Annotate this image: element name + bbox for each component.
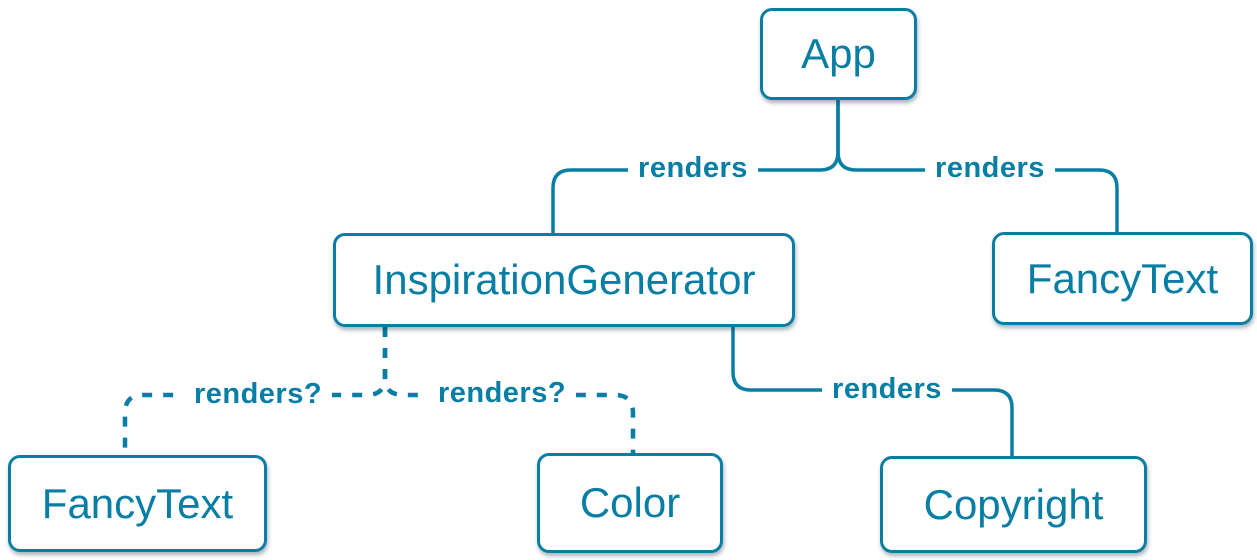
node-fancy-text-top: FancyText	[992, 232, 1253, 325]
node-fancy-text-bottom: FancyText	[8, 455, 267, 552]
node-fancy-text-bottom-label: FancyText	[41, 479, 234, 527]
edge-label-renders-app-fancytext: renders	[925, 152, 1055, 185]
node-inspiration-generator: InspirationGenerator	[333, 233, 795, 327]
edge-label-renders-inspirationgenerator-color: renders?	[427, 377, 577, 410]
edge-label-renders-inspirationgenerator-copyright: renders	[822, 373, 952, 406]
node-inspiration-generator-label: InspirationGenerator	[372, 256, 756, 303]
node-copyright-label: Copyright	[923, 480, 1104, 528]
node-color-label: Color	[579, 479, 681, 526]
node-fancy-text-top-label: FancyText	[1026, 254, 1219, 302]
node-copyright: Copyright	[880, 456, 1147, 553]
node-color: Color	[537, 453, 723, 553]
edge-label-renders-app-inspirationgenerator: renders	[628, 152, 758, 185]
node-app: App	[760, 8, 917, 100]
edge-label-renders-inspirationgenerator-fancytext: renders?	[183, 378, 333, 411]
node-app-label: App	[801, 30, 876, 77]
